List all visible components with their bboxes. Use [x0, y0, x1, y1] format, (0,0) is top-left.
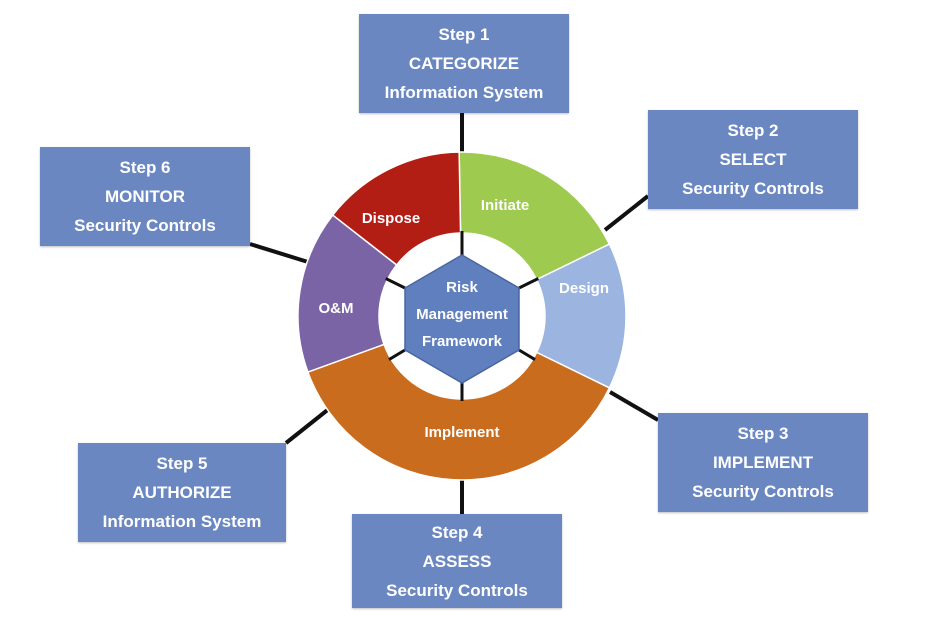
connector-step-6	[249, 242, 309, 264]
step-1-number: Step 1	[438, 25, 490, 44]
step-3-number: Step 3	[737, 424, 789, 443]
step-1-action: CATEGORIZE	[408, 54, 520, 73]
step-3-object: Security Controls	[692, 482, 834, 501]
hub-spoke-2	[518, 277, 539, 290]
segment-label-implement: Implement	[424, 424, 499, 441]
step-5-box: Step 5 AUTHORIZE Information System	[78, 443, 286, 542]
center-hexagon	[404, 254, 520, 384]
step-2-action: SELECT	[719, 150, 787, 169]
hub-spoke-6	[385, 277, 406, 290]
step-3-box: Step 3 IMPLEMENT Security Controls	[658, 413, 868, 512]
connector-step-2	[603, 194, 650, 232]
step-4-action: ASSESS	[422, 551, 492, 571]
center-label-line-3: Framework	[422, 333, 503, 350]
step-5-action: AUTHORIZE	[132, 483, 232, 502]
step-6-number: Step 6	[119, 158, 171, 177]
ring-segment-implement	[306, 343, 611, 481]
step-4-box: Step 4 ASSESS Security Controls	[352, 514, 562, 608]
step-2-box: Step 2 SELECT Security Controls	[648, 110, 858, 209]
segment-label-initiate: Initiate	[481, 197, 529, 214]
segment-label-dispose: Dispose	[362, 210, 420, 227]
step-1-box: Step 1 CATEGORIZE Information System	[359, 14, 569, 113]
connector-step-3	[608, 390, 660, 422]
center-label-line-1: Risk	[446, 279, 478, 296]
step-3-action: IMPLEMENT	[712, 453, 814, 472]
segment-label-design: Design	[559, 280, 609, 297]
segment-label-om: O&M	[319, 300, 354, 317]
step-2-number: Step 2	[727, 121, 779, 140]
step-5-object: Information System	[102, 512, 262, 531]
step-4-number: Step 4	[431, 522, 483, 542]
center-label-line-2: Management	[416, 306, 508, 323]
step-4-object: Security Controls	[386, 580, 528, 600]
ring-segment-dispose	[331, 151, 462, 266]
hub-spoke-5	[388, 348, 406, 361]
step-6-box: Step 6 MONITOR Security Controls	[40, 147, 250, 246]
step-1-object: Information System	[384, 83, 544, 102]
step-6-object: Security Controls	[74, 216, 216, 235]
step-6-action: MONITOR	[105, 187, 185, 206]
ring-segment-initiate	[458, 151, 611, 281]
connector-step-5	[284, 406, 332, 445]
hub-spoke-3	[518, 348, 536, 361]
step-2-object: Security Controls	[682, 179, 824, 198]
step-5-number: Step 5	[156, 454, 208, 473]
